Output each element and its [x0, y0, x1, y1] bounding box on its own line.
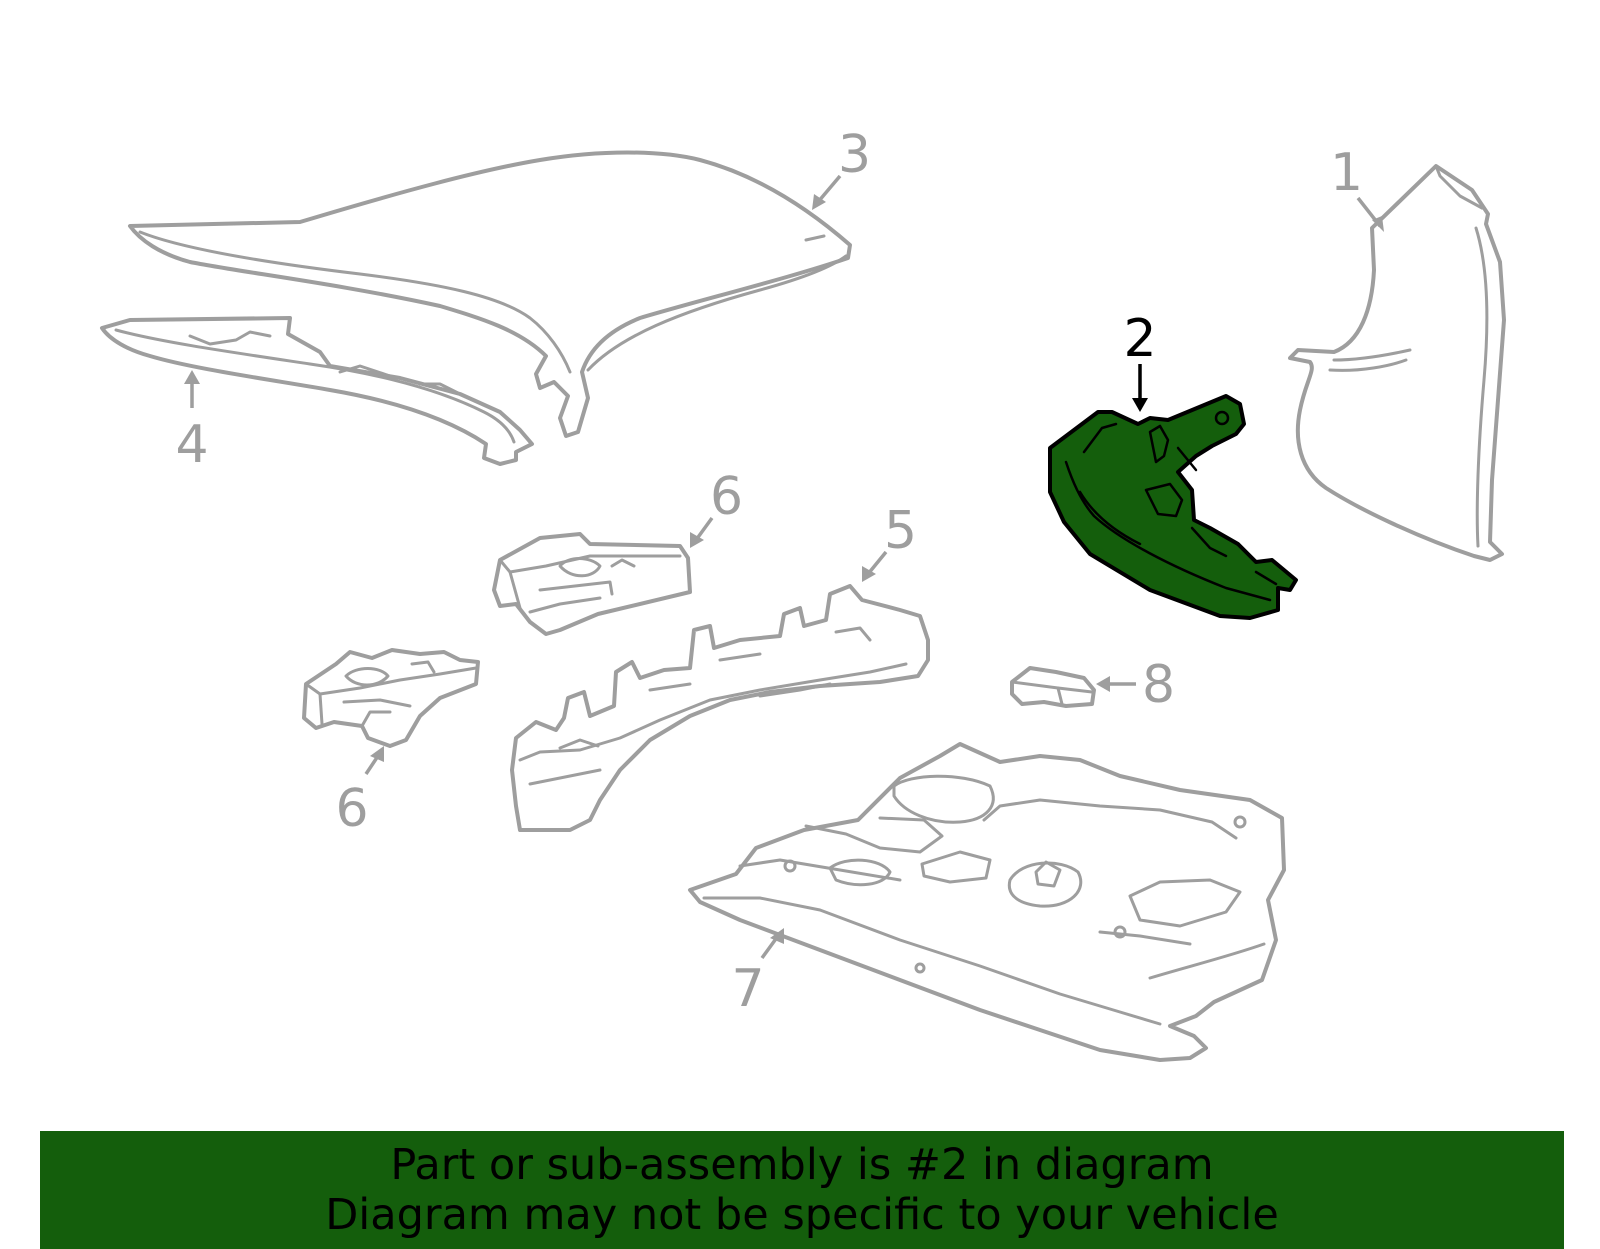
part-6-upper-block[interactable]: [492, 532, 692, 636]
leader-6a: [694, 516, 714, 542]
leader-5: [866, 550, 888, 576]
part-8-clip[interactable]: [1010, 666, 1096, 708]
callout-5[interactable]: 5: [884, 501, 917, 561]
part-1-quarter-trim[interactable]: [1288, 164, 1506, 562]
callout-6-lower[interactable]: 6: [335, 779, 368, 839]
callout-8[interactable]: 8: [1142, 655, 1175, 715]
callout-1[interactable]: 1: [1330, 143, 1363, 203]
callout-6-upper[interactable]: 6: [710, 467, 743, 527]
callout-2[interactable]: 2: [1123, 309, 1156, 369]
part-5-rear-rail[interactable]: [510, 584, 930, 832]
leader-7-arrow: [770, 928, 784, 944]
part-7-trunk-floor[interactable]: [688, 742, 1286, 1062]
leader-8-arrow: [1096, 676, 1110, 692]
leader-4-arrow: [184, 370, 200, 384]
callout-3[interactable]: 3: [838, 125, 871, 185]
banner-line-part: Part or sub-assembly is #2 in diagram: [390, 1140, 1214, 1190]
callout-numbers: 1 2 3 4 5 6 6 7 8: [175, 125, 1363, 1019]
leader-3: [816, 174, 842, 204]
leader-1-arrow: [1372, 216, 1384, 232]
callout-4[interactable]: 4: [175, 415, 208, 475]
callout-7[interactable]: 7: [731, 959, 764, 1019]
leader-6b-arrow: [370, 746, 384, 762]
leader-2-arrow: [1132, 398, 1148, 412]
leader-5-arrow: [862, 566, 876, 582]
banner-line-disclaimer: Diagram may not be specific to your vehi…: [325, 1190, 1279, 1240]
info-banner: Part or sub-assembly is #2 in diagram Di…: [40, 1131, 1564, 1249]
leader-3-arrow: [812, 194, 826, 210]
leader-6a-arrow: [690, 532, 704, 548]
callout-leaders: [184, 174, 1384, 960]
part-3-trunk-lid[interactable]: [128, 150, 852, 438]
leader-6b: [364, 755, 380, 775]
part-2-bracket-highlighted[interactable]: [1048, 394, 1298, 620]
part-6-lower-block[interactable]: [302, 648, 480, 748]
part-4-lid-panel[interactable]: [100, 316, 534, 466]
